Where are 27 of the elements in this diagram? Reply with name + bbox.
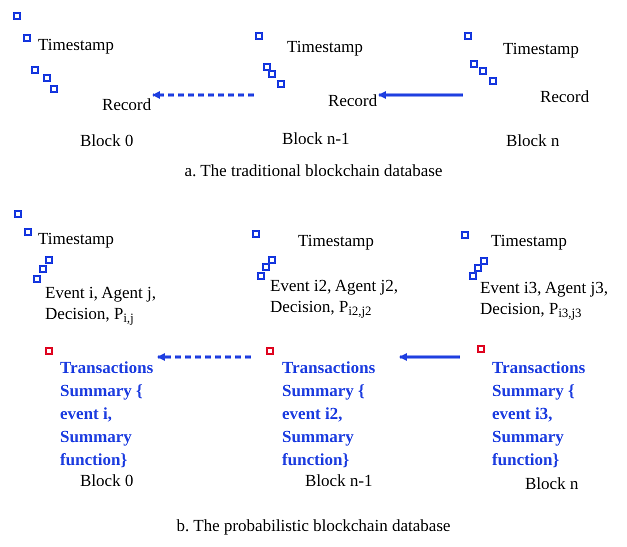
timestamp-label: Timestamp [491, 230, 568, 252]
record-label: Record [328, 90, 378, 112]
event-text: Event i, Agent j, Decision, P$_{i,j}$ [45, 282, 157, 324]
event-text: Event i2, Agent j2, Decision, P$_{i2,j2}$ [270, 275, 399, 318]
caption: a. The traditional blockchain database [184, 160, 444, 182]
caption: b. The probabilistic blockchain database [176, 515, 452, 536]
block-label: Block 0 [80, 470, 134, 492]
summary-text: Transactions Summary { event i, Summary function} [60, 357, 154, 471]
summary-text: Transactions Summary { event i3, Summary function} [492, 357, 586, 471]
block-label: Block n-1 [305, 470, 374, 492]
timestamp-label: Timestamp [38, 228, 115, 250]
arrow [398, 353, 460, 361]
block-label: Block n [525, 473, 580, 494]
record-label: Record [102, 94, 152, 116]
arrow [156, 353, 251, 361]
event-text: Event i3, Agent j3, Decision, P$_{i3,j3}$ [480, 277, 609, 320]
record-label: Record [540, 86, 590, 108]
summary-text: Transactions Summary { event i2, Summary function} [282, 357, 376, 471]
timestamp-label: Timestamp [287, 36, 364, 58]
timestamp-label: Timestamp [503, 38, 580, 60]
timestamp-label: Timestamp [38, 34, 115, 56]
arrow [378, 91, 463, 99]
timestamp-label: Timestamp [298, 230, 375, 252]
block-label: Block n-1 [282, 128, 351, 150]
arrow [152, 91, 254, 99]
block-label: Block n [506, 130, 560, 152]
block-label: Block 0 [80, 130, 134, 152]
